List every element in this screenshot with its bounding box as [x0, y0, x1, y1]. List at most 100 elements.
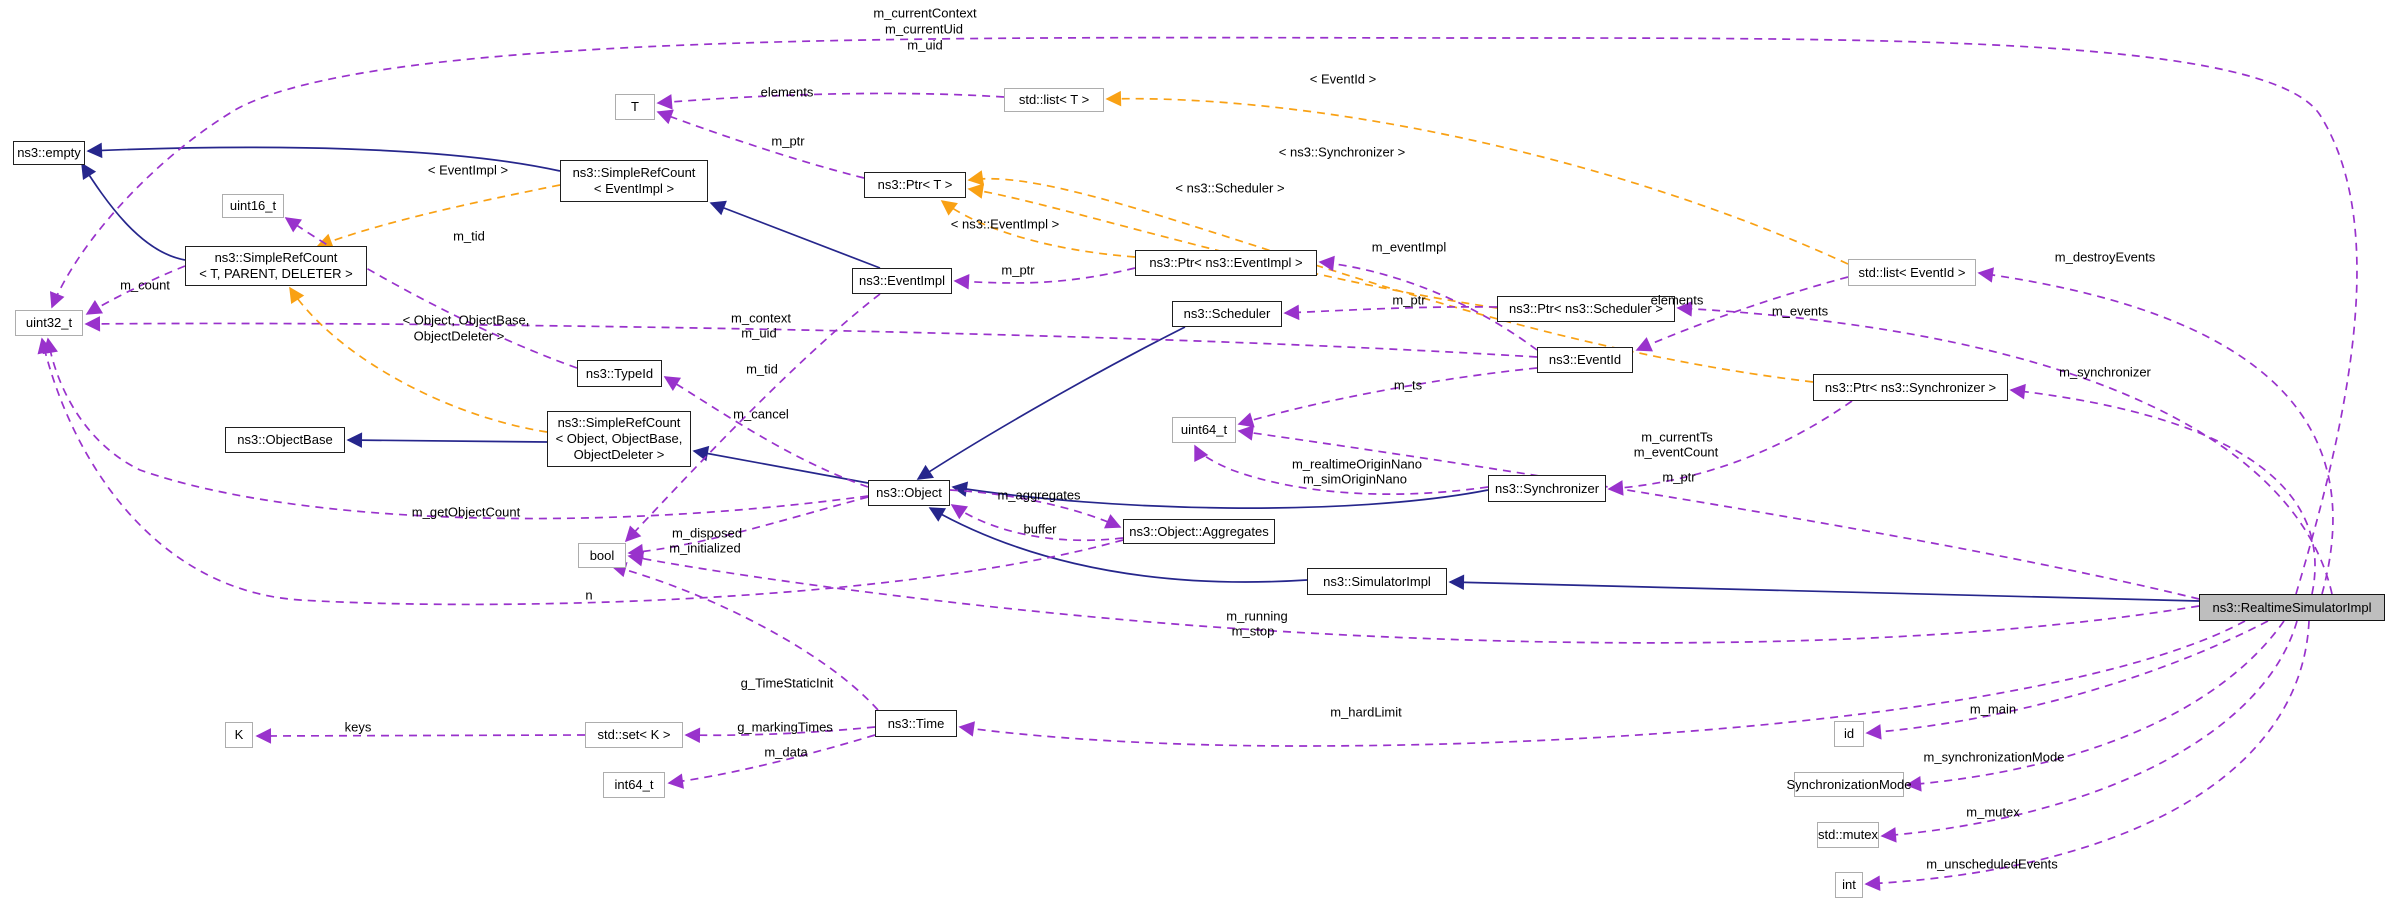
node-srcTPD[interactable]: ns3::SimpleRefCount< T, PARENT, DELETER …	[185, 246, 367, 286]
node-eventImpl[interactable]: ns3::EventImpl	[852, 268, 952, 294]
edge-srcTPD-empty	[81, 162, 186, 261]
node-K[interactable]: K	[225, 722, 253, 748]
edge-object-srcObj	[692, 445, 869, 484]
edge-rsi-int	[1864, 620, 2310, 892]
edge-rsi-ptrScheduler	[1676, 301, 2333, 595]
edge-srcEvent-srcTPD	[316, 184, 561, 249]
node-eventId[interactable]: ns3::EventId	[1537, 347, 1633, 373]
node-label-line: uint32_t	[25, 315, 73, 330]
node-listT[interactable]: std::list< T >	[1004, 88, 1104, 112]
node-label-line: std::mutex	[1818, 827, 1878, 842]
node-label-line: id	[1843, 726, 1855, 741]
edge-listEventId-eventId	[1635, 276, 1849, 352]
edge-eventId-ptrEventImpl	[1318, 255, 1538, 351]
node-label-line: uint16_t	[229, 198, 277, 213]
node-label-line: ns3::Ptr< ns3::Synchronizer >	[1824, 379, 1997, 395]
node-label-line: uint64_t	[1180, 422, 1228, 437]
edge-simulatorImpl-object	[928, 507, 1308, 583]
edge-ptrSync-ptrT	[967, 170, 1814, 383]
edge-aggregates-object	[950, 504, 1124, 542]
edge-srcObj-srcTPD	[289, 286, 548, 433]
edge-object-uint32	[42, 337, 869, 520]
node-ptrSync[interactable]: ns3::Ptr< ns3::Synchronizer >	[1813, 374, 2008, 401]
node-syncMode[interactable]: SynchronizationMode	[1786, 772, 1912, 797]
edge-ptrScheduler-ptrT	[967, 183, 1498, 309]
node-ptrEventImpl[interactable]: ns3::Ptr< ns3::EventImpl >	[1135, 250, 1317, 276]
node-ptrScheduler[interactable]: ns3::Ptr< ns3::Scheduler >	[1497, 296, 1675, 322]
node-aggregates[interactable]: ns3::Object::Aggregates	[1123, 519, 1275, 544]
node-time[interactable]: ns3::Time	[875, 710, 957, 737]
node-scheduler[interactable]: ns3::Scheduler	[1172, 301, 1282, 327]
node-object[interactable]: ns3::Object	[868, 480, 950, 506]
node-uint16[interactable]: uint16_t	[222, 194, 284, 218]
edge-ptrEventImpl-ptrT	[940, 200, 1136, 258]
node-objectBase[interactable]: ns3::ObjectBase	[225, 427, 345, 453]
edge-time-setK	[684, 726, 876, 744]
node-label-line: int	[1842, 877, 1856, 892]
node-listEventId[interactable]: std::list< EventId >	[1848, 259, 1976, 286]
node-label-line: ns3::EventImpl	[859, 273, 945, 288]
node-label-line: ObjectDeleter >	[573, 447, 665, 462]
node-id[interactable]: id	[1834, 721, 1864, 747]
node-label-line: int64_t	[614, 777, 654, 792]
node-label-line: ns3::SimulatorImpl	[1323, 573, 1431, 589]
edge-rsi-simulatorImpl	[1448, 574, 2200, 602]
edge-time-bool	[610, 562, 879, 711]
node-label-line: < Object, ObjectBase,	[555, 431, 683, 446]
node-simulatorImpl[interactable]: ns3::SimulatorImpl	[1307, 568, 1447, 595]
node-mutex[interactable]: std::mutex	[1817, 822, 1879, 848]
edge-listEventId-listT	[1105, 90, 1849, 265]
edge-ptrT-T	[656, 109, 865, 179]
node-label-line: ns3::EventId	[1548, 352, 1622, 367]
edge-rsi-syncMode	[1905, 620, 2285, 792]
edge-rsi-ptrSync	[2009, 383, 2316, 595]
edge-srcObj-objectBase	[346, 432, 548, 448]
node-T[interactable]: T	[615, 94, 655, 120]
node-label-line: < T, PARENT, DELETER >	[199, 266, 353, 281]
edge-object-typeId	[663, 376, 869, 488]
node-int[interactable]: int	[1835, 872, 1863, 898]
node-ptrT[interactable]: ns3::Ptr< T >	[864, 172, 966, 198]
node-label-line: std::set< K >	[597, 727, 671, 742]
node-setK[interactable]: std::set< K >	[585, 722, 683, 748]
node-synchronizer[interactable]: ns3::Synchronizer	[1488, 475, 1606, 502]
edge-listT-T	[656, 92, 1005, 110]
edge-ptrEventImpl-eventImpl	[953, 267, 1136, 290]
node-rsi[interactable]: ns3::RealtimeSimulatorImpl	[2199, 594, 2385, 621]
node-label-line: ns3::Ptr< T >	[877, 177, 953, 192]
node-label-line: std::list< EventId >	[1858, 264, 1966, 280]
edge-rsi-mutex	[1880, 620, 2298, 843]
edge-eventImpl-bool	[624, 293, 881, 543]
node-empty[interactable]: ns3::empty	[13, 141, 85, 165]
edge-rsi-bool	[627, 551, 2200, 644]
node-uint64[interactable]: uint64_t	[1172, 417, 1236, 443]
node-int64[interactable]: int64_t	[603, 772, 665, 798]
node-label-line: bool	[589, 547, 615, 563]
edge-object-aggregates	[949, 489, 1122, 529]
node-label-line: ns3::RealtimeSimulatorImpl	[2212, 599, 2372, 615]
edge-ptrSync-synchronizer	[1607, 400, 1853, 496]
edge-synchronizer-object	[951, 481, 1489, 509]
edge-aggregates-uint32	[37, 337, 1124, 606]
node-label-line: ns3::SimpleRefCount	[557, 415, 681, 430]
node-uint32[interactable]: uint32_t	[15, 310, 83, 336]
node-label-line: K	[234, 727, 244, 742]
node-label-line: ns3::Synchronizer	[1494, 480, 1600, 496]
node-bool[interactable]: bool	[578, 543, 626, 568]
node-srcEvent[interactable]: ns3::SimpleRefCount< EventImpl >	[560, 160, 708, 202]
edge-ptrScheduler-scheduler	[1283, 304, 1498, 321]
edge-rsi-id	[1865, 620, 2269, 740]
node-label-line: ns3::SimpleRefCount	[572, 165, 696, 180]
node-label-line: SynchronizationMode	[1786, 776, 1912, 792]
node-typeId[interactable]: ns3::TypeId	[577, 360, 662, 387]
node-label-line: ns3::Object	[876, 485, 942, 500]
node-srcObj[interactable]: ns3::SimpleRefCount< Object, ObjectBase,…	[547, 411, 691, 467]
edge-scheduler-object	[916, 326, 1186, 480]
node-label-line: ns3::Ptr< ns3::EventImpl >	[1149, 255, 1303, 270]
edge-rsi-time	[958, 620, 2246, 747]
edge-time-int64	[667, 734, 876, 789]
node-label-line: ns3::SimpleRefCount	[214, 250, 338, 265]
node-label-line: T	[631, 99, 639, 114]
